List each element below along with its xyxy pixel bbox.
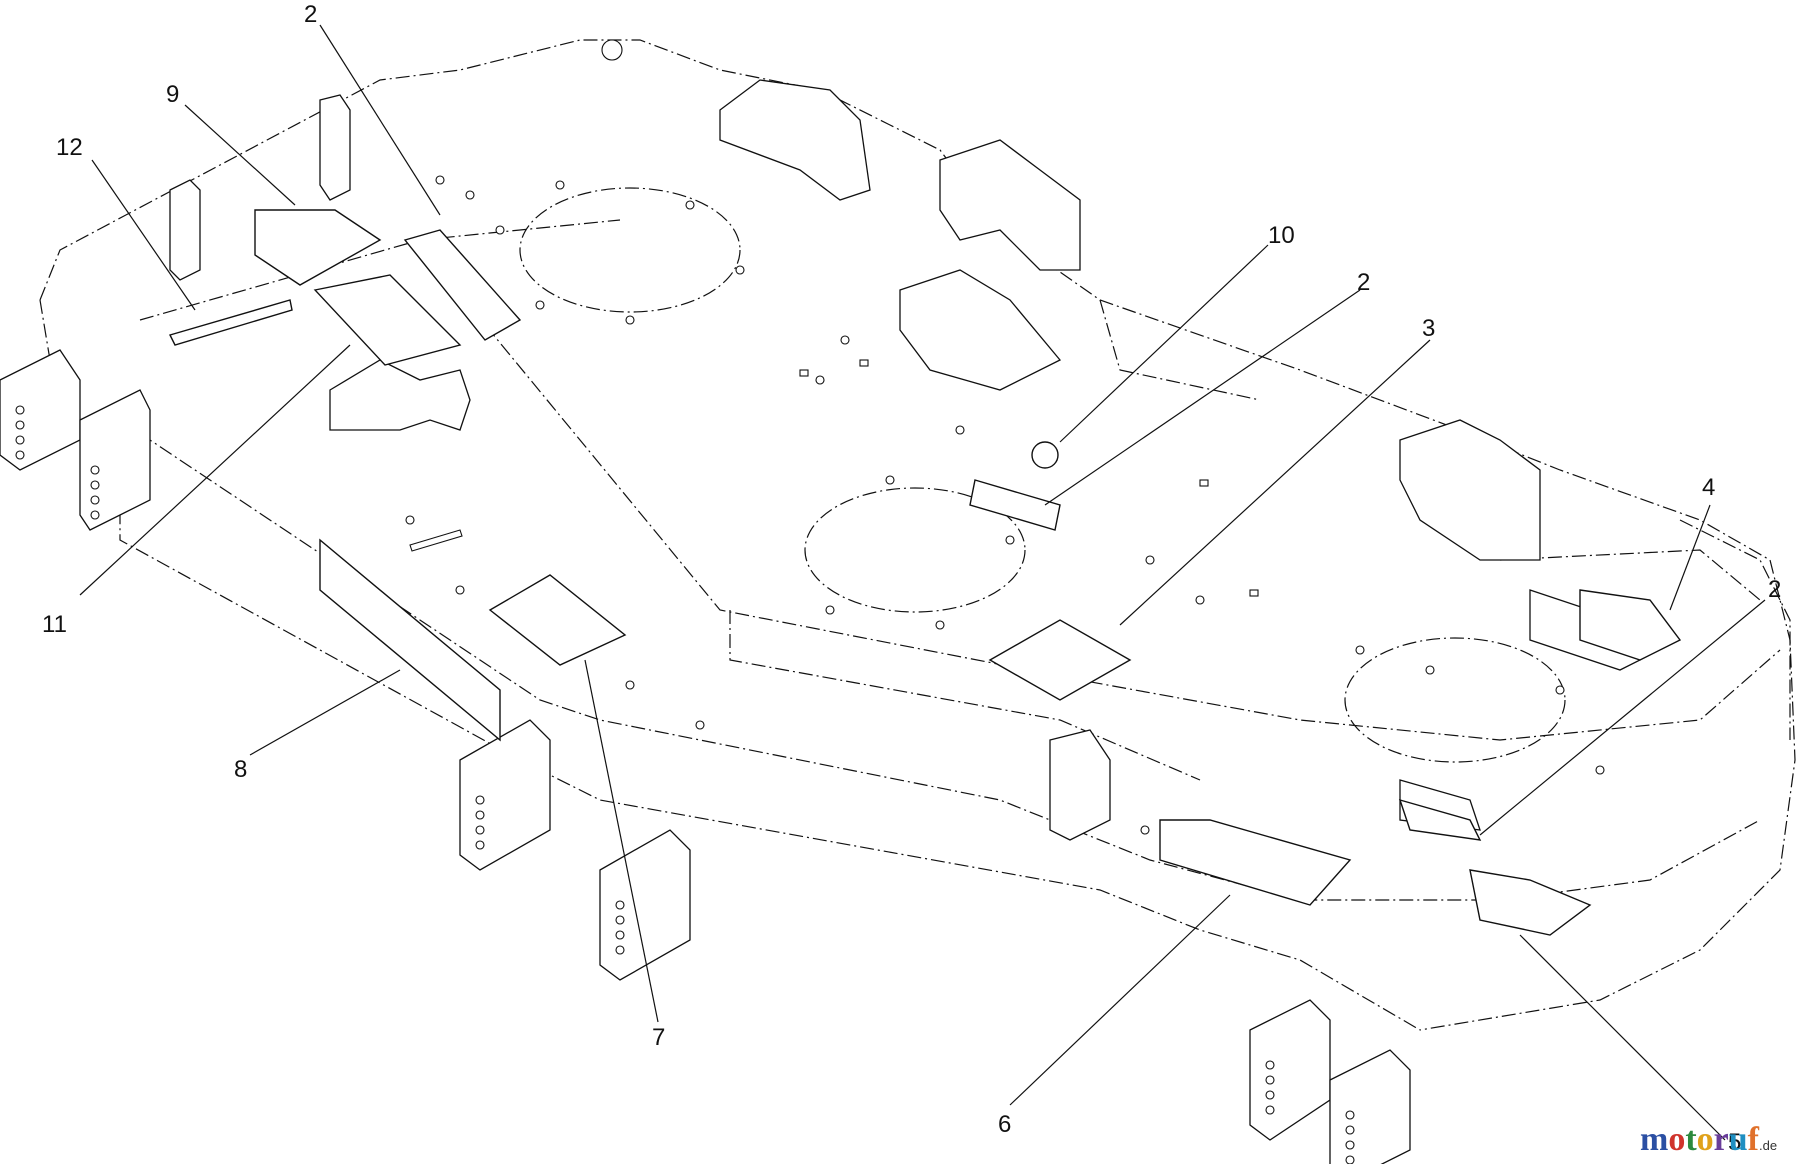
callout-2-right: 2 (1768, 576, 1781, 603)
watermark-letter: m (1640, 1121, 1668, 1158)
decal-2-center (969, 479, 1061, 531)
decal-12 (168, 299, 293, 346)
leader-lines (79, 24, 1766, 1141)
callout-5: 5 (1728, 1129, 1741, 1156)
callout-7: 7 (652, 1024, 665, 1051)
decals (168, 209, 1682, 936)
decal-4 (1579, 589, 1682, 661)
callout-2-top: 2 (304, 1, 317, 28)
decal-3 (988, 619, 1132, 701)
decal-5 (1469, 869, 1592, 936)
decal-8 (319, 538, 501, 742)
callout-11: 11 (42, 611, 67, 638)
callout-4: 4 (1702, 474, 1715, 501)
mounting-brackets (0, 39, 1641, 1164)
decal-2-right (1398, 798, 1482, 841)
decal-7 (488, 574, 627, 666)
watermark-suffix: .de (1759, 1138, 1777, 1153)
watermark-letter: t (1685, 1121, 1697, 1158)
watermark-letter: o (1668, 1121, 1685, 1158)
decal-2-left (403, 229, 522, 341)
callout-2-mid: 2 (1357, 269, 1370, 296)
watermark-letter: o (1697, 1121, 1714, 1158)
callout-6: 6 (998, 1111, 1011, 1138)
watermark-letter: r (1714, 1121, 1729, 1158)
motoruf-watermark: motoruf.de (1640, 1121, 1777, 1158)
decal-6 (1159, 819, 1352, 906)
svg-text:motoruf.de: motoruf.de (1640, 1121, 1777, 1158)
callout-3: 3 (1422, 315, 1435, 342)
watermark-letter: u (1729, 1121, 1748, 1158)
deck-holes (405, 175, 1605, 835)
decal-10 (1031, 441, 1059, 469)
callout-12: 12 (56, 134, 83, 161)
blade-openings (519, 187, 1566, 763)
callout-labels: 2 9 12 10 2 3 4 2 11 8 7 6 5 (42, 1, 1781, 1156)
callout-8: 8 (234, 756, 247, 783)
callout-9: 9 (166, 81, 179, 108)
watermark-letter: f (1748, 1121, 1760, 1158)
callout-10: 10 (1268, 222, 1295, 249)
decal-11 (313, 274, 462, 366)
decal-9 (254, 209, 382, 286)
